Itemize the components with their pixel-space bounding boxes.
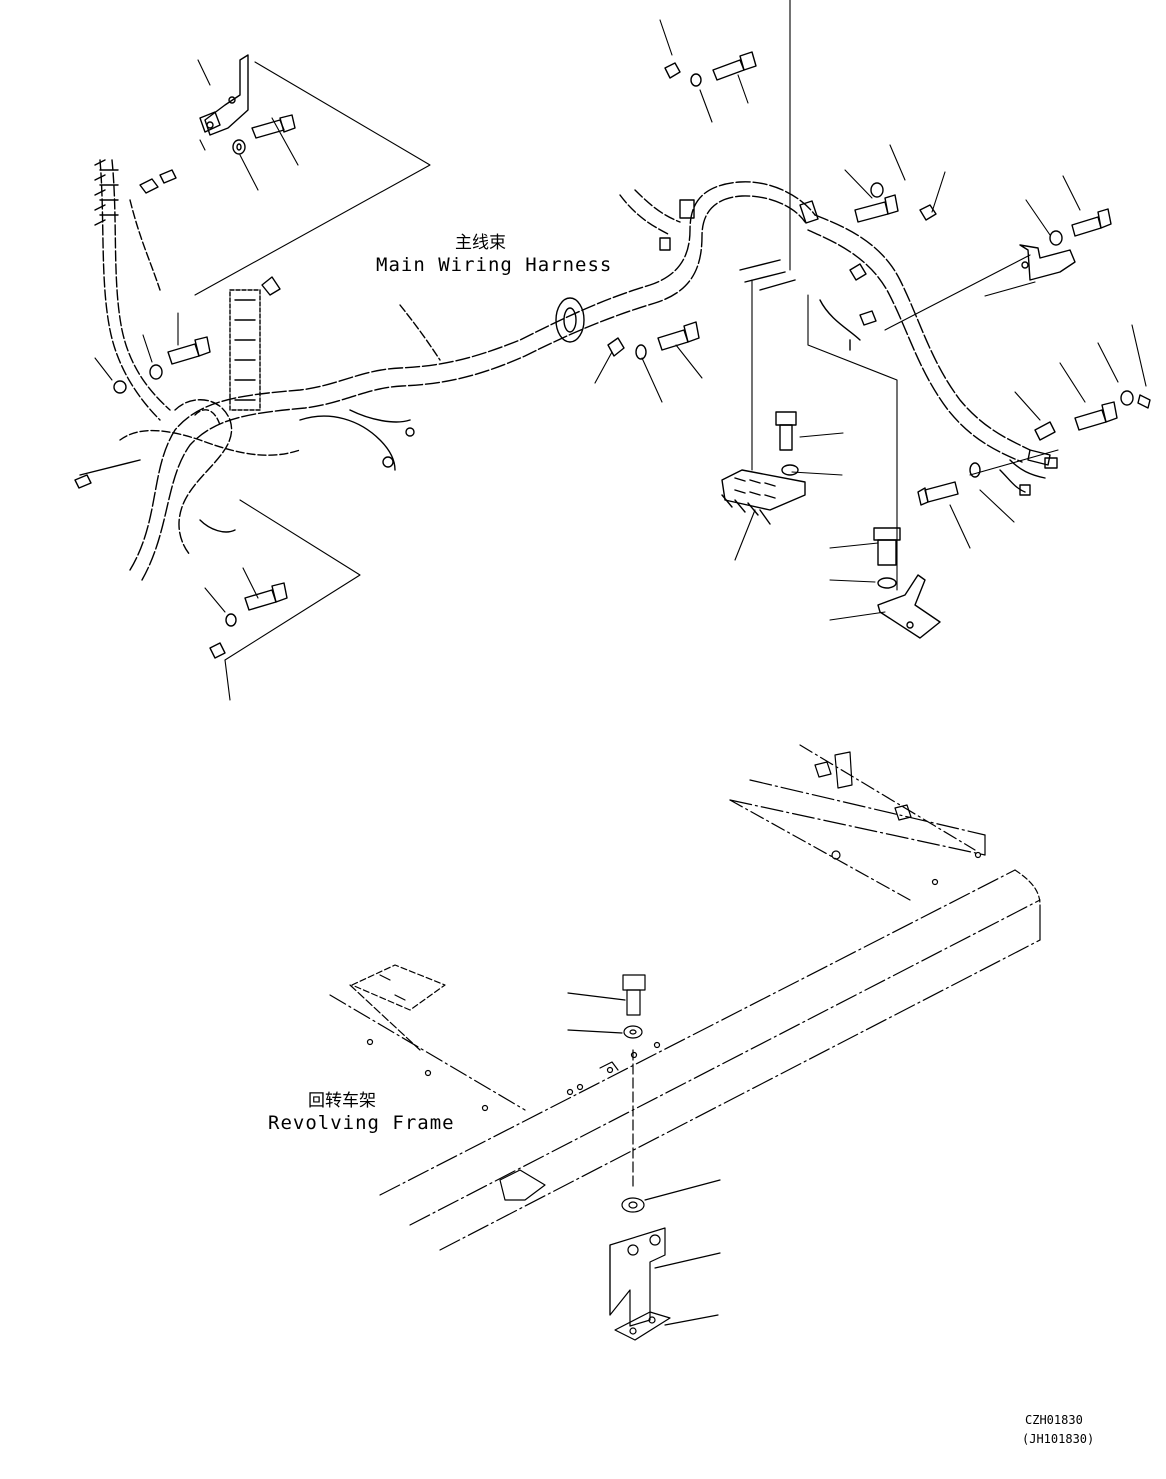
drawing-code: CZH01830 (1025, 1413, 1083, 1427)
hardware-parts (114, 52, 1150, 658)
main-harness-label-en: Main Wiring Harness (376, 254, 613, 276)
junction-box (722, 470, 805, 510)
main-wiring-harness (75, 160, 1057, 580)
revolving-frame (330, 745, 1040, 1340)
revolving-frame-label-cn: 回转车架 (308, 1091, 376, 1111)
revolving-frame-label-en: Revolving Frame (268, 1112, 455, 1134)
main-harness-label-cn: 主线束 (455, 233, 506, 253)
leader-lines (95, 0, 1146, 700)
drawing-code-alt: (JH101830) (1022, 1432, 1095, 1446)
bolt (252, 120, 284, 138)
